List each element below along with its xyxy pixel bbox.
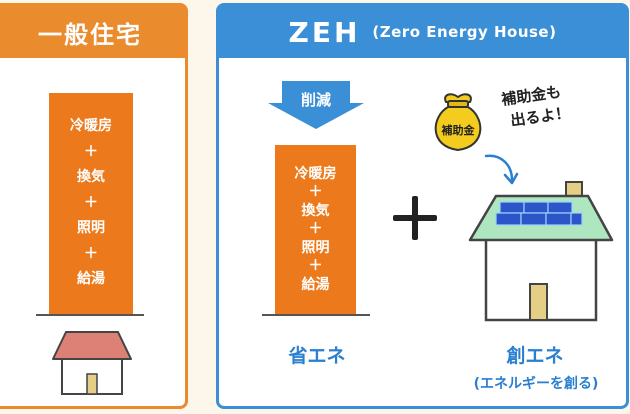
bar-item-lighting: 照明 <box>301 239 330 256</box>
zeh-header: ZEH (Zero Energy House) <box>219 6 626 58</box>
conventional-baseline <box>36 314 144 316</box>
plus-icon <box>393 196 437 240</box>
energy-creation-subcaption: (エネルギーを創る) <box>473 376 599 392</box>
bar-item-ventilation: 換気 <box>301 202 330 219</box>
conventional-house-header: 一般住宅 <box>0 6 185 58</box>
small-house-icon <box>52 331 132 395</box>
zeh-title: ZEH <box>288 15 361 49</box>
bar-item-plus: ＋ <box>308 258 323 275</box>
bar-item-lighting: 照明 <box>77 220 105 237</box>
solar-house-icon <box>468 181 614 322</box>
energy-saving-caption: 省エネ <box>288 345 346 367</box>
money-bag-icon <box>434 93 482 151</box>
conventional-house-title: 一般住宅 <box>38 20 142 49</box>
bar-item-plus: ＋ <box>308 221 323 238</box>
bar-item-ventilation: 換気 <box>77 169 105 186</box>
reduction-label: 削減 <box>300 91 331 109</box>
conventional-energy-bar: 冷暖房 ＋ 換気 ＋ 照明 ＋ 給湯 <box>49 93 133 314</box>
bar-item-plus: ＋ <box>84 143 98 160</box>
bar-item-plus: ＋ <box>84 245 98 262</box>
down-arrow-icon <box>268 81 364 129</box>
curved-arrow-icon <box>484 154 519 185</box>
bar-item-heating-cooling: 冷暖房 <box>294 165 337 182</box>
bar-item-hot-water: 給湯 <box>77 271 105 288</box>
zeh-subtitle: (Zero Energy House) <box>372 23 557 41</box>
money-bag-label: 補助金 <box>441 124 475 137</box>
zeh-baseline <box>262 314 370 316</box>
bar-item-heating-cooling: 冷暖房 <box>70 118 112 135</box>
zeh-energy-bar: 冷暖房 ＋ 換気 ＋ 照明 ＋ 給湯 <box>275 145 356 314</box>
energy-creation-caption: 創エネ <box>506 345 564 367</box>
bar-item-plus: ＋ <box>308 184 323 201</box>
bar-item-plus: ＋ <box>84 194 98 211</box>
bar-item-hot-water: 給湯 <box>301 276 330 293</box>
